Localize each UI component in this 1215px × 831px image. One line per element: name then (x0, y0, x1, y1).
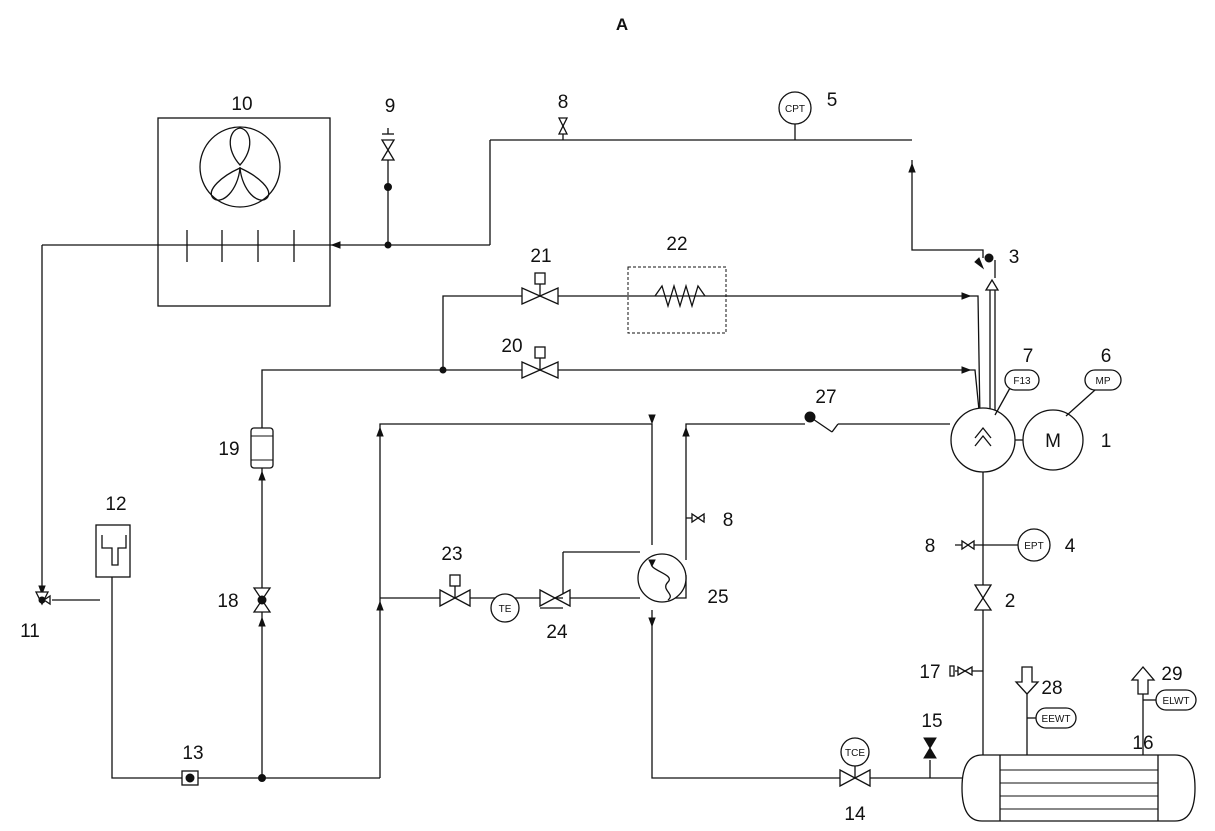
label-8-mid: 8 (723, 510, 734, 531)
label-8-top: 8 (558, 92, 569, 113)
label-19: 19 (218, 439, 239, 460)
compressor (950, 407, 1023, 473)
discharge-check-3 (984, 253, 1000, 420)
expansion-valve-24 (539, 588, 571, 608)
sight-glass-19 (250, 427, 274, 469)
label-18: 18 (217, 591, 238, 612)
label-12: 12 (105, 494, 126, 515)
svg-text:M: M (1045, 431, 1061, 452)
label-10: 10 (231, 94, 252, 115)
valve-17 (949, 665, 973, 677)
label-28: 28 (1041, 678, 1062, 699)
label-22: 22 (666, 234, 687, 255)
water-inlet-28: EEWT (1014, 666, 1077, 755)
filter-drier-12 (95, 524, 131, 578)
economizer-25 (637, 553, 687, 603)
service-valve-8-low (961, 539, 975, 551)
solenoid-valve-23 (439, 574, 471, 608)
label-21: 21 (530, 246, 551, 267)
label-25: 25 (707, 587, 728, 608)
cpt-transducer: CPT (778, 91, 812, 125)
water-outlet-29: ELWT (1130, 665, 1197, 755)
svg-text:ELWT: ELWT (1162, 696, 1189, 707)
label-27: 27 (815, 387, 836, 408)
label-6: 6 (1101, 346, 1112, 367)
check-valve-27 (804, 411, 839, 433)
solenoid-valve-21 (521, 272, 559, 306)
label-3: 3 (1009, 247, 1020, 268)
svg-text:EEWT: EEWT (1042, 714, 1071, 725)
expansion-valve-14: TCE (839, 737, 871, 788)
label-1: 1 (1101, 431, 1112, 452)
label-5: 5 (827, 90, 838, 111)
suction-valve-2 (973, 584, 993, 611)
ept-transducer: EPT (1017, 528, 1051, 562)
svg-text:EPT: EPT (1024, 541, 1043, 552)
label-7: 7 (1023, 346, 1034, 367)
label-29: 29 (1161, 664, 1182, 685)
heater-22 (627, 266, 727, 334)
valve-15 (923, 737, 937, 759)
te-bulb: TE (490, 593, 520, 623)
mp-sensor: MP (1065, 369, 1122, 417)
f13-sensor: F13 (994, 369, 1040, 416)
svg-text:F13: F13 (1013, 376, 1031, 387)
svg-text:TCE: TCE (845, 748, 865, 759)
evaporator-16 (961, 754, 1196, 822)
valve-18 (252, 587, 272, 613)
label-13: 13 (182, 743, 203, 764)
svg-text:CPT: CPT (785, 104, 805, 115)
label-9: 9 (385, 96, 396, 117)
svg-text:MP: MP (1096, 376, 1111, 387)
diagram-title: A (616, 15, 628, 34)
label-14: 14 (844, 804, 866, 825)
svg-text:TE: TE (499, 604, 512, 615)
label-4: 4 (1065, 536, 1076, 557)
sight-glass-13 (181, 770, 199, 786)
motor: M (1022, 409, 1084, 471)
condenser (157, 117, 331, 307)
piping (41, 124, 1020, 779)
fan-icon (199, 126, 281, 208)
label-11: 11 (20, 621, 40, 642)
service-valve-8-mid (691, 512, 705, 524)
solenoid-valve-20 (521, 346, 559, 380)
junction-dots (258, 183, 447, 782)
label-2: 2 (1005, 591, 1016, 612)
label-24: 24 (546, 622, 568, 643)
label-23: 23 (441, 544, 462, 565)
flow-arrows (38, 162, 987, 628)
service-valve-8-top (557, 117, 569, 135)
label-8-low: 8 (925, 536, 936, 557)
label-20: 20 (501, 336, 522, 357)
label-15: 15 (921, 711, 942, 732)
valve-11 (34, 591, 51, 606)
valve-9 (380, 128, 396, 187)
label-17: 17 (919, 662, 940, 683)
